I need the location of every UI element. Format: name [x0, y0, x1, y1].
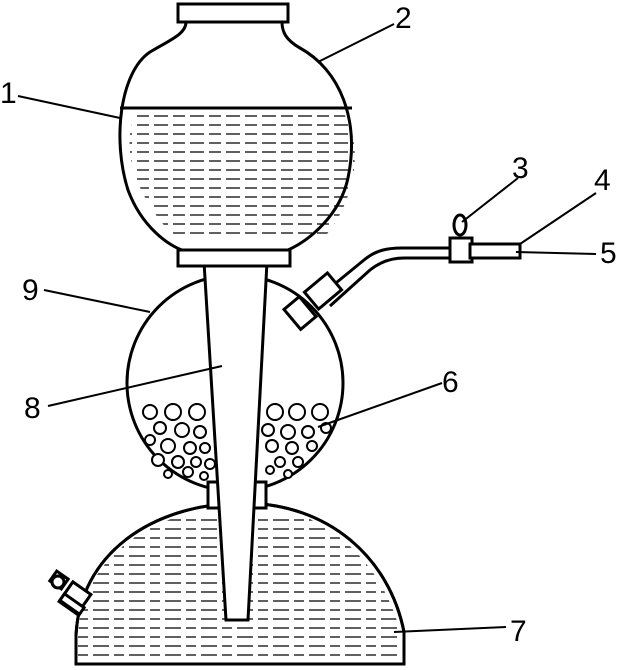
granule — [265, 465, 275, 475]
granule — [153, 421, 167, 435]
granule — [288, 403, 306, 421]
top-sphere — [118, 2, 355, 268]
granule — [199, 442, 211, 454]
granule — [261, 423, 275, 437]
granule — [183, 441, 197, 455]
granule — [199, 471, 209, 481]
granule — [265, 439, 279, 453]
granule — [171, 455, 185, 469]
label-7: 7 — [510, 615, 527, 648]
granule — [311, 403, 329, 421]
granule — [283, 469, 293, 479]
granule — [306, 440, 318, 452]
granule — [266, 403, 284, 421]
granule — [160, 438, 176, 454]
granule — [151, 453, 165, 467]
granule — [193, 425, 207, 439]
label-1: 1 — [0, 77, 17, 110]
granule — [142, 404, 158, 420]
granule — [188, 403, 206, 421]
granule — [292, 456, 304, 468]
granule — [280, 424, 296, 440]
label-3: 3 — [512, 152, 529, 185]
label-2: 2 — [395, 2, 412, 35]
granule — [163, 469, 173, 479]
granule — [204, 458, 216, 470]
label-4: 4 — [594, 164, 611, 197]
granule — [190, 456, 202, 468]
granule — [164, 403, 182, 421]
granule — [174, 422, 190, 438]
granule — [182, 466, 194, 478]
label-8: 8 — [24, 392, 41, 425]
label-9: 9 — [22, 274, 39, 307]
granule — [274, 456, 286, 468]
gas-outlet-tube — [281, 213, 522, 332]
label-5: 5 — [600, 237, 617, 270]
leader-lines — [17, 23, 597, 633]
solid-reagent-granules — [142, 403, 332, 481]
granule — [144, 434, 156, 446]
granule — [285, 441, 299, 455]
granule — [301, 425, 315, 439]
label-6: 6 — [442, 366, 459, 399]
drain-stopcock — [47, 568, 93, 617]
